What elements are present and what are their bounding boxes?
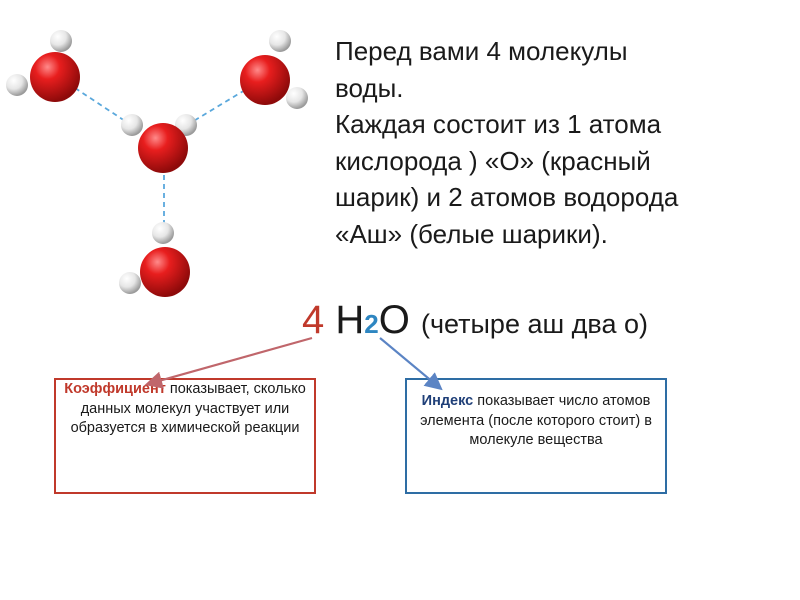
oxygen-atom [240,55,290,105]
formula-coefficient: 4 [302,298,325,342]
oxygen-atom [140,247,190,297]
index-definition-box: Индекс показывает число атомов элемента … [405,378,667,494]
intro-line: шарик) и 2 атомов водорода [335,182,679,212]
water-molecule-bottom [119,222,190,297]
hydrogen-bond-line [191,89,246,123]
intro-line: воды. [335,72,404,103]
index-description: показывает число атомов элемента (после … [420,393,652,448]
hydrogen-atom [269,30,291,52]
water-molecule-left [6,30,80,102]
hydrogen-atom [121,114,143,136]
hydrogen-atom [6,74,28,96]
hydrogen-bond-line [74,87,126,122]
formula-index: 2 [364,309,379,339]
hydrogen-bond-lines [74,87,246,226]
formula-element-h: H [335,298,365,342]
oxygen-atom [30,52,80,102]
hydrogen-atom [119,272,141,294]
coefficient-term: Коэффициент [64,381,166,397]
formula-reading: (четыре аш два о) [420,309,648,339]
intro-text: Перед вами 4 молекулы воды. Каждая состо… [335,33,755,252]
intro-line: кислорода ) «О» (красный [335,145,651,176]
water-molecules-illustration [6,30,308,297]
intro-line: «Аш» (белые шарики). [335,218,608,249]
hydrogen-atom [286,87,308,109]
water-molecule-right [240,30,308,109]
water-formula: 4 H2O (четыре аш два о) [302,290,772,354]
intro-line: Каждая состоит из 1 атома [335,109,662,139]
formula-element-o: O [378,298,410,342]
oxygen-atom [138,123,188,173]
water-molecule-center [121,114,197,173]
intro-line: Перед вами 4 молекулы [335,36,628,66]
coefficient-definition-box: Коэффициент показывает, сколько данных м… [54,378,316,494]
hydrogen-atom [152,222,174,244]
index-term: Индекс [421,393,474,409]
hydrogen-atom [50,30,72,52]
